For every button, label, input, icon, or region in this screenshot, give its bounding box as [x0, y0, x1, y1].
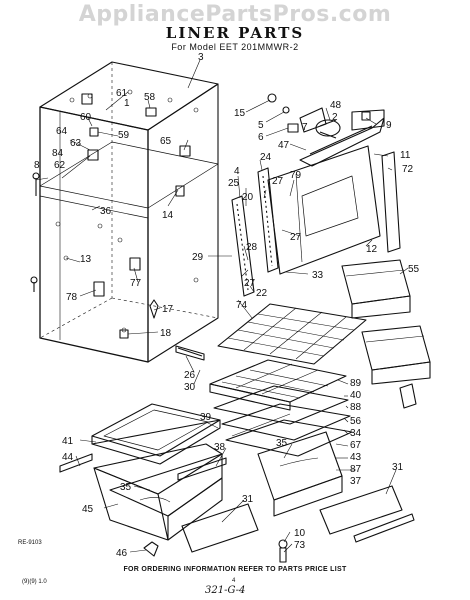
callout: 63: [70, 138, 82, 149]
callout: 35: [120, 482, 132, 493]
callout: 87: [350, 464, 362, 475]
callout: 27: [272, 176, 284, 187]
footer-code: (9)(9) 1.0: [22, 579, 47, 585]
callout: 4: [234, 166, 240, 177]
callout: 18: [160, 328, 172, 339]
callout: 20: [242, 192, 254, 203]
liner-cabinet: [30, 61, 219, 363]
callout: 72: [402, 164, 414, 175]
callout: 56: [350, 416, 362, 427]
callout: 31: [242, 494, 254, 505]
callout: 40: [350, 390, 362, 401]
leader-lines: [35, 59, 409, 553]
callout: 84: [52, 148, 64, 159]
callout: 27: [290, 232, 302, 243]
callout-labels: 3 61 1 58 60 59 64 63 65 8 84 62 36 14 1…: [34, 52, 420, 559]
callout: 55: [408, 264, 420, 275]
callout: 33: [312, 270, 324, 281]
callout: 28: [246, 242, 258, 253]
callout: 44: [62, 452, 74, 463]
callout: 14: [162, 210, 174, 221]
callout: 7: [302, 122, 308, 133]
callout: 43: [350, 452, 362, 463]
callout: 29: [192, 252, 204, 263]
ordering-footer: FOR ORDERING INFORMATION REFER TO PARTS …: [123, 566, 347, 573]
callout: 22: [256, 288, 268, 299]
callout: 31: [392, 462, 404, 473]
callout: 2: [332, 112, 338, 123]
callout: 45: [82, 504, 94, 515]
callout: 25: [228, 178, 240, 189]
model-subtitle: For Model EET 201MMWR-2: [171, 42, 299, 52]
callout: 79: [290, 170, 302, 181]
door-bins: [341, 259, 431, 409]
callout: 46: [116, 548, 128, 559]
callout: 8: [34, 160, 40, 171]
callout: 41: [62, 436, 74, 447]
callout: 65: [160, 136, 172, 147]
callout: 38: [214, 442, 226, 453]
callout: 12: [366, 244, 378, 255]
callout: 74: [236, 300, 248, 311]
callout: 39: [200, 412, 212, 423]
page-number: 4: [232, 578, 236, 584]
callout: 1: [124, 98, 130, 109]
callout: 10: [294, 528, 306, 539]
callout: 61: [116, 88, 128, 99]
callout: 36: [100, 206, 112, 217]
callout: 89: [350, 378, 362, 389]
callout: 37: [350, 476, 362, 487]
callout: 24: [260, 152, 272, 163]
callout: 17: [162, 304, 174, 315]
callout: 64: [56, 126, 68, 137]
callout: 47: [278, 140, 290, 151]
callout: 30: [184, 382, 196, 393]
callout: 9: [386, 120, 392, 131]
callout: 11: [400, 150, 411, 161]
callout: 67: [350, 440, 362, 451]
glass-shelf-stack: [175, 345, 353, 457]
callout: 88: [350, 402, 362, 413]
side-code: RE-9103: [18, 540, 42, 546]
watermark: AppliancePartsPros.com: [78, 2, 392, 27]
callout: 5: [258, 120, 264, 131]
callout: 6: [258, 132, 264, 143]
callout: 15: [234, 108, 246, 119]
callout: 60: [80, 112, 92, 123]
callout: 62: [54, 160, 66, 171]
rear-duct-panel: [267, 145, 401, 275]
callout: 3: [198, 52, 204, 63]
callout: 77: [130, 278, 142, 289]
drawer-covers: [143, 485, 415, 563]
fan-assembly: [267, 93, 385, 167]
wire-shelf: [217, 303, 367, 365]
callout: 59: [118, 130, 130, 141]
callout: 78: [66, 292, 78, 303]
callout: 48: [330, 100, 342, 111]
callout: 35: [276, 438, 288, 449]
page-title: LINER PARTS: [165, 24, 305, 42]
handwritten-note: 321-G-4: [205, 585, 246, 596]
callout: 26: [184, 370, 196, 381]
callout: 27: [244, 278, 256, 289]
callout: 13: [80, 254, 92, 265]
callout: 34: [350, 428, 362, 439]
crisper-drawer-left: [59, 403, 227, 541]
callout: 73: [294, 540, 306, 551]
crisper-drawer-right: [257, 431, 343, 517]
callout: 58: [144, 92, 156, 103]
